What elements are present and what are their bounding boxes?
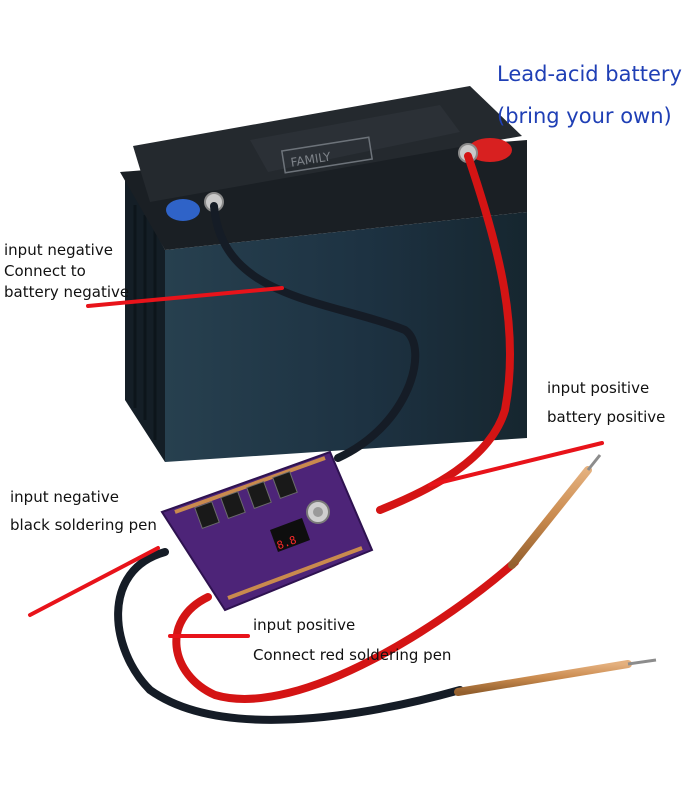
title-line-1: Lead-acid battery xyxy=(497,62,682,86)
pen-cables xyxy=(114,548,519,724)
battery-cooling-fins xyxy=(133,205,157,440)
display-digits: 8.8 xyxy=(275,533,298,552)
pcb xyxy=(160,450,374,612)
battery-lid-panel xyxy=(250,105,460,172)
callout-text: input negative xyxy=(4,241,113,259)
pointer-lines xyxy=(28,286,604,638)
title-line-2: (bring your own) xyxy=(497,104,672,128)
battery-brand: FAMILY xyxy=(290,149,333,169)
copper-bus-bottom xyxy=(227,546,363,600)
red-soldering-pen xyxy=(508,454,602,569)
callout-text: input negative xyxy=(10,488,119,506)
callout-text: battery positive xyxy=(547,408,666,426)
callout-text: input positive xyxy=(547,379,650,397)
callout-text: battery negative xyxy=(4,283,130,301)
spot-welder-board: 8.8 xyxy=(160,450,374,612)
pointer-black-pen xyxy=(28,546,160,617)
black-pen-cable xyxy=(114,548,464,724)
pointer-battery-positive xyxy=(428,441,604,487)
red-pen-cable xyxy=(172,558,519,703)
positive-terminal-cap xyxy=(468,138,512,162)
copper-bus-top xyxy=(174,456,326,514)
mosfet-row xyxy=(194,470,298,530)
pointer-battery-negative xyxy=(86,286,284,308)
knob-shaft xyxy=(313,507,323,517)
battery-case xyxy=(165,212,527,462)
seven-segment-display xyxy=(270,518,310,552)
callout-text: Connect to xyxy=(4,262,86,280)
lead-acid-battery: FAMILY xyxy=(120,86,527,462)
callout-text: black soldering pen xyxy=(10,516,157,534)
callout-text: input positive xyxy=(253,616,356,634)
battery-brand-logo: FAMILY xyxy=(280,136,374,174)
black-soldering-pen xyxy=(454,658,657,696)
callout-text: Connect red soldering pen xyxy=(253,646,452,664)
black-battery-cable xyxy=(210,202,420,462)
negative-terminal-cap xyxy=(166,199,200,221)
